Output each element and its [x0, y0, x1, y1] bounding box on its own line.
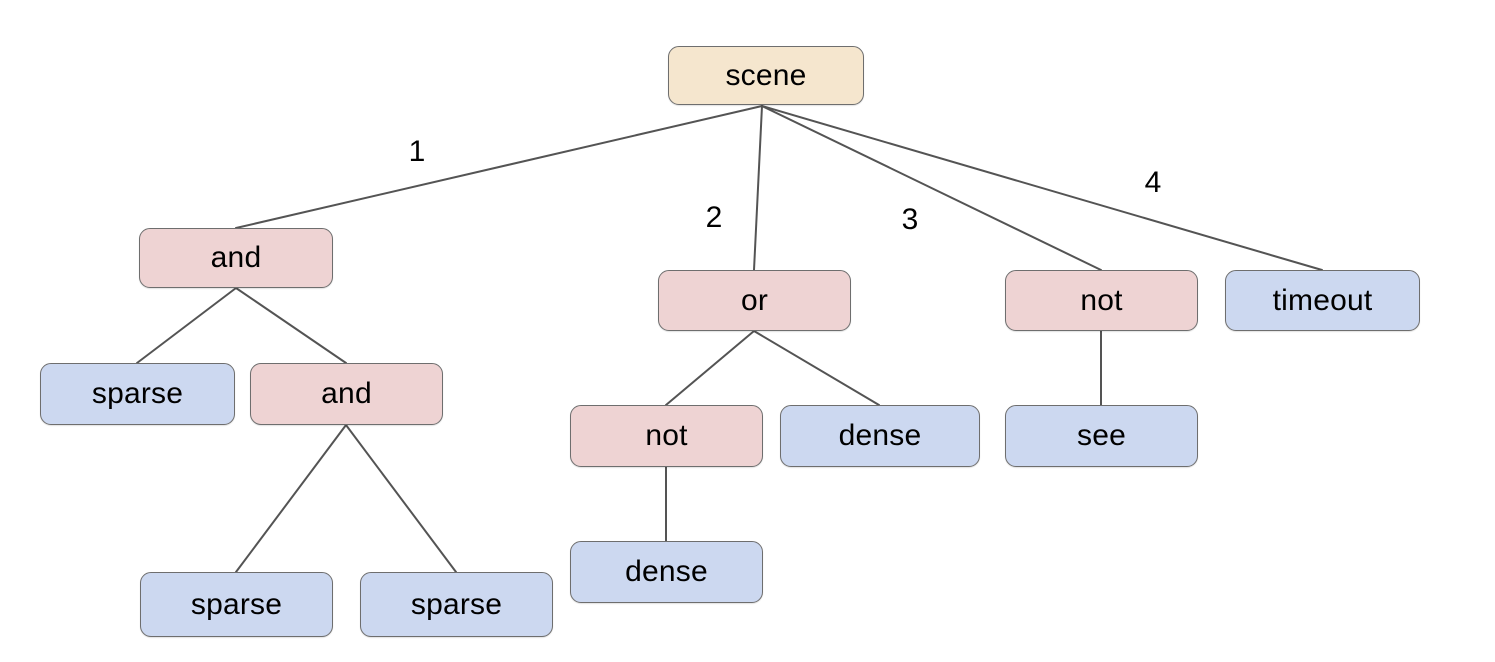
tree-node-and2[interactable]: and — [250, 363, 443, 425]
tree-node-label: scene — [725, 58, 807, 92]
tree-node-not2[interactable]: not — [1005, 270, 1198, 331]
tree-node-timeout1[interactable]: timeout — [1225, 270, 1420, 331]
tree-node-label: sparse — [190, 587, 283, 621]
tree-edge-and1-and2 — [235, 287, 347, 364]
tree-node-label: dense — [625, 555, 708, 588]
tree-node-and1[interactable]: and — [139, 228, 333, 288]
edge-label-3: 3 — [901, 203, 919, 236]
tree-edge-scene-or1 — [753, 105, 763, 271]
tree-node-label: timeout — [1272, 283, 1373, 317]
tree-node-label: or — [740, 283, 769, 317]
tree-node-sparse1[interactable]: sparse — [40, 363, 235, 425]
edge-label-1: 1 — [408, 135, 426, 168]
tree-node-sparse2[interactable]: sparse — [140, 572, 333, 637]
tree-edge-or1-not1 — [665, 330, 755, 406]
tree-node-label: see — [1077, 419, 1126, 452]
tree-node-label: and — [210, 241, 262, 274]
tree-node-dense2[interactable]: dense — [570, 541, 763, 603]
tree-edge-scene-not2 — [761, 105, 1102, 271]
tree-node-label: sparse — [410, 587, 503, 621]
tree-node-scene[interactable]: scene — [668, 46, 864, 105]
tree-edge-scene-timeout1 — [761, 105, 1323, 271]
tree-edge-or1-dense1 — [753, 330, 880, 406]
tree-edge-and2-sparse3 — [345, 424, 457, 573]
tree-node-not1[interactable]: not — [570, 405, 763, 467]
tree-edge-and2-sparse2 — [235, 424, 347, 573]
tree-node-or1[interactable]: or — [658, 270, 851, 331]
tree-node-label: not — [645, 419, 688, 452]
tree-node-label: dense — [838, 419, 922, 452]
edge-label-4: 4 — [1144, 166, 1162, 199]
tree-node-label: and — [321, 377, 372, 410]
tree-node-label: not — [1080, 283, 1123, 317]
tree-edge-scene-and1 — [235, 105, 763, 229]
tree-edge-and1-sparse1 — [136, 287, 237, 364]
tree-node-sparse3[interactable]: sparse — [360, 572, 553, 637]
tree-node-label: sparse — [91, 377, 184, 410]
edge-label-2: 2 — [705, 201, 723, 234]
tree-node-see1[interactable]: see — [1005, 405, 1198, 467]
tree-node-dense1[interactable]: dense — [780, 405, 980, 467]
